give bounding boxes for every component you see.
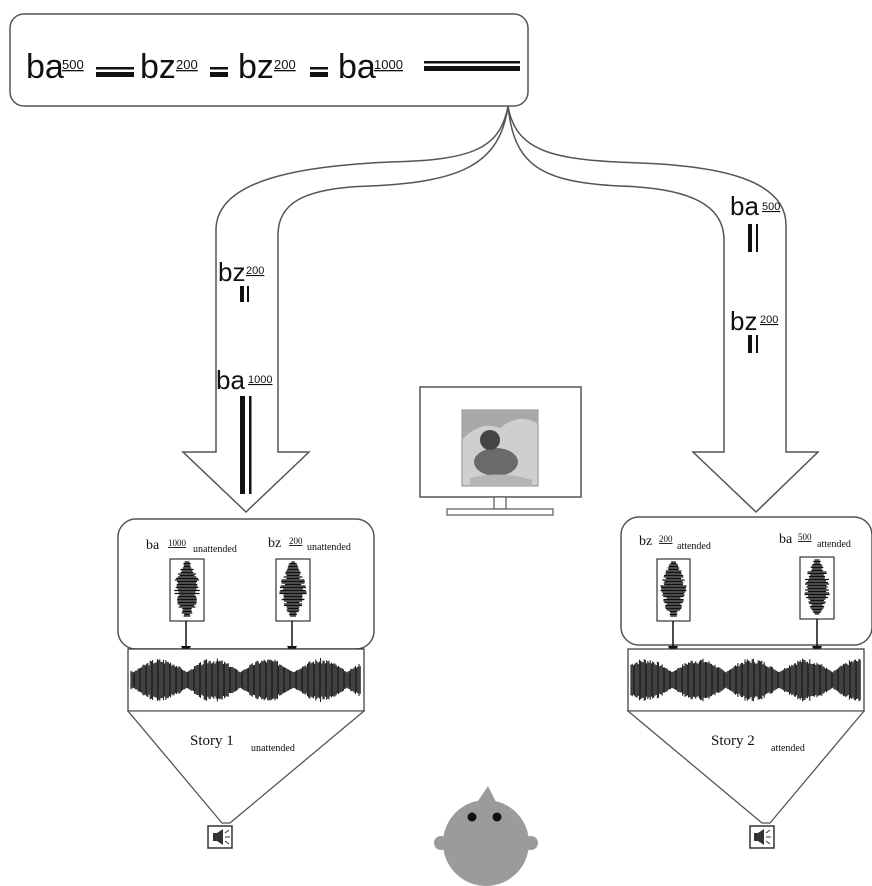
left-item-condition: unattended bbox=[307, 542, 351, 553]
speaker-icon bbox=[749, 825, 775, 849]
stream-duration-bars bbox=[240, 224, 758, 494]
right-item-syllable: bz bbox=[639, 534, 652, 549]
right-item-condition: attended bbox=[817, 539, 851, 550]
head-eye-right bbox=[492, 812, 502, 822]
seq-duration: 200 bbox=[274, 57, 296, 72]
story-waveform bbox=[130, 658, 361, 702]
seq-duration: 200 bbox=[176, 57, 198, 72]
seq-duration: 1000 bbox=[374, 57, 403, 72]
waveform bbox=[804, 559, 830, 615]
duration-bar bbox=[748, 335, 752, 353]
waveform-trace bbox=[279, 561, 307, 617]
duration-bar bbox=[210, 72, 228, 77]
left-stream-duration: 200 bbox=[246, 265, 264, 277]
duration-bar bbox=[240, 396, 245, 494]
right-stream-syllable: bz bbox=[730, 306, 757, 336]
duration-bar bbox=[240, 286, 244, 302]
head-circle bbox=[443, 800, 529, 886]
seq-duration-bars bbox=[96, 61, 520, 77]
left-item-syllable: bz bbox=[268, 536, 281, 551]
left-item-syllable: ba bbox=[146, 538, 160, 553]
waveform bbox=[279, 561, 307, 617]
left-stream-syllable: ba bbox=[216, 365, 245, 395]
waveform-trace bbox=[130, 658, 361, 702]
right-stream-arrow bbox=[507, 105, 820, 514]
right-stream-duration: 200 bbox=[760, 314, 778, 326]
seq-syllable: bz bbox=[238, 48, 274, 86]
story-waveform bbox=[630, 658, 861, 702]
duration-bar bbox=[424, 66, 520, 71]
waveform-trace bbox=[660, 561, 687, 617]
head-eye-left bbox=[467, 812, 477, 822]
waveform-trace bbox=[804, 559, 830, 615]
duration-bar bbox=[247, 286, 249, 302]
seq-syllable: ba bbox=[338, 48, 376, 86]
speaker-icon bbox=[207, 825, 233, 849]
right-story-label: Story 2 bbox=[711, 733, 755, 749]
waveform bbox=[174, 561, 200, 617]
left-stream-duration: 1000 bbox=[248, 374, 272, 386]
right-item-condition: attended bbox=[677, 541, 711, 552]
left-item-duration: 1000 bbox=[168, 538, 187, 548]
seq-syllable: bz bbox=[140, 48, 176, 86]
duration-bar bbox=[424, 61, 520, 64]
waveform-trace bbox=[174, 561, 200, 617]
duration-bar bbox=[756, 335, 758, 353]
duration-bar bbox=[96, 72, 134, 77]
left-story-label: Story 1 bbox=[190, 733, 234, 749]
right-stream-duration: 500 bbox=[762, 201, 780, 213]
right-story-condition: attended bbox=[771, 743, 805, 754]
right-funnel bbox=[626, 710, 866, 824]
sequence-box bbox=[9, 13, 529, 107]
right-item-duration: 500 bbox=[798, 532, 812, 542]
left-item-condition: unattended bbox=[193, 544, 237, 555]
head-ear-right bbox=[524, 836, 538, 850]
duration-bar bbox=[210, 67, 228, 70]
head-ear-left bbox=[434, 836, 448, 850]
duration-bar bbox=[756, 224, 758, 252]
duration-bar bbox=[96, 67, 134, 70]
left-stream-arrow bbox=[181, 105, 509, 514]
left-funnel bbox=[126, 710, 366, 824]
seq-duration: 500 bbox=[62, 57, 84, 72]
monitor-icon bbox=[419, 386, 582, 516]
left-story-condition: unattended bbox=[251, 743, 295, 754]
waveform bbox=[660, 561, 687, 617]
right-stream-syllable: ba bbox=[730, 191, 759, 221]
right-item-duration: 200 bbox=[659, 534, 673, 544]
head-icon bbox=[434, 786, 538, 886]
duration-bar bbox=[249, 396, 252, 494]
duration-bar bbox=[310, 72, 328, 77]
left-item-duration: 200 bbox=[289, 536, 303, 546]
duration-bar bbox=[748, 224, 752, 252]
duration-bar bbox=[310, 67, 328, 70]
left-stream-syllable: bz bbox=[218, 257, 245, 287]
seq-syllable: ba bbox=[26, 48, 64, 86]
right-item-syllable: ba bbox=[779, 532, 793, 547]
waveform-trace bbox=[630, 658, 861, 702]
